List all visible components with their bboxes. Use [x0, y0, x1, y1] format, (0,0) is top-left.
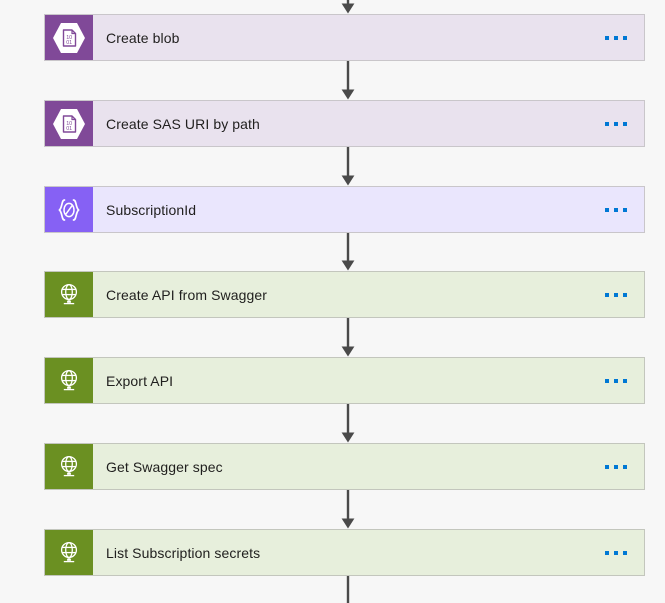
- menu-dot: [623, 121, 627, 126]
- menu-dot: [605, 121, 609, 126]
- connector-arrow: [341, 147, 355, 186]
- connector-arrow: [341, 233, 355, 271]
- menu-dot: [605, 550, 609, 555]
- menu-dot: [623, 378, 627, 383]
- menu-dot: [623, 292, 627, 297]
- action-card-create-api-from-swagger[interactable]: Create API from Swagger: [44, 271, 645, 318]
- action-card-title: List Subscription secrets: [106, 544, 261, 561]
- action-card-overflow-menu-icon[interactable]: [588, 15, 644, 60]
- menu-dot: [614, 35, 618, 40]
- action-card-overflow-menu-icon[interactable]: [588, 187, 644, 232]
- svg-text:10: 10: [66, 121, 72, 127]
- menu-dot: [623, 464, 627, 469]
- menu-dot: [605, 207, 609, 212]
- connector-arrow: [341, 404, 355, 443]
- menu-dot: [623, 35, 627, 40]
- action-card-title: Export API: [106, 372, 174, 389]
- action-card-overflow-menu-icon[interactable]: [588, 530, 644, 575]
- api-globe-icon: [45, 530, 93, 575]
- menu-dot: [614, 464, 618, 469]
- action-card-overflow-menu-icon[interactable]: [588, 358, 644, 403]
- action-card-title: SubscriptionId: [106, 201, 197, 218]
- api-globe-icon: [45, 444, 93, 489]
- menu-dot: [605, 464, 609, 469]
- connector-arrow: [341, 318, 355, 357]
- menu-dot: [605, 292, 609, 297]
- menu-dot: [605, 35, 609, 40]
- svg-text:01: 01: [66, 40, 72, 46]
- api-globe-icon: [45, 358, 93, 403]
- svg-text:01: 01: [66, 126, 72, 132]
- menu-dot: [614, 550, 618, 555]
- action-card-title: Create SAS URI by path: [106, 115, 260, 132]
- action-card-title: Get Swagger spec: [106, 458, 223, 475]
- connector-arrow: [341, 61, 355, 100]
- menu-dot: [614, 378, 618, 383]
- action-card-overflow-menu-icon[interactable]: [588, 272, 644, 317]
- action-card-list-subscription-secrets[interactable]: List Subscription secrets: [44, 529, 645, 576]
- action-card-title: Create API from Swagger: [106, 286, 268, 303]
- connector-arrow: [341, 0, 355, 14]
- svg-text:10: 10: [66, 35, 72, 41]
- menu-dot: [614, 207, 618, 212]
- action-card-title: Create blob: [106, 29, 180, 46]
- menu-dot: [614, 292, 618, 297]
- menu-dot: [623, 550, 627, 555]
- variable-braces-icon: [45, 187, 93, 232]
- action-card-overflow-menu-icon[interactable]: [588, 101, 644, 146]
- api-globe-icon: [45, 272, 93, 317]
- connector-arrow: [341, 576, 355, 603]
- action-card-export-api[interactable]: Export API: [44, 357, 645, 404]
- action-card-overflow-menu-icon[interactable]: [588, 444, 644, 489]
- action-card-subscriptionid[interactable]: SubscriptionId: [44, 186, 645, 233]
- connector-arrow: [341, 490, 355, 529]
- action-card-get-swagger-spec[interactable]: Get Swagger spec: [44, 443, 645, 490]
- menu-dot: [623, 207, 627, 212]
- menu-dot: [614, 121, 618, 126]
- menu-dot: [605, 378, 609, 383]
